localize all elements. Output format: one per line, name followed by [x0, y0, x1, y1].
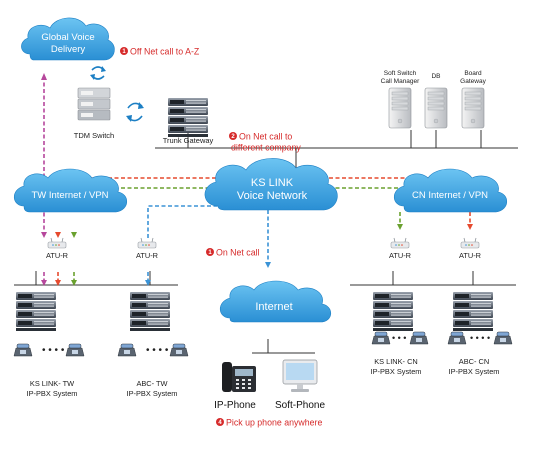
atu-r-tw-ks [47, 237, 67, 249]
system-ks-tw-line1: KS LINK- TW [30, 379, 74, 388]
ellipsis-icon: • • • • [146, 345, 169, 356]
soft-switch-server [388, 87, 412, 129]
atu-r-cn-ks [390, 237, 410, 249]
ip-phone-icon [222, 362, 256, 392]
pbx-rack-ks-tw [16, 292, 56, 331]
cloud-internet: Internet [219, 280, 332, 323]
cloud-cn-vpn: CN Internet / VPN [393, 168, 508, 213]
board-gateway-label-1: Board [464, 70, 482, 77]
annotation-off-net-number: 1 [122, 49, 126, 55]
phones-ks-tw: • • • • [13, 343, 85, 357]
annotation-on-net-different-number: 2 [231, 134, 235, 140]
board-gateway-server [461, 87, 485, 129]
system-abc-cn-line2: IP-PBX System [449, 367, 500, 376]
annotation-on-net-number: 1 [208, 250, 212, 256]
tdm-switch [77, 87, 111, 121]
phones-abc-tw: • • • • [117, 343, 189, 357]
pbx-rack-abc-tw [130, 292, 170, 331]
system-ks-tw-line2: IP-PBX System [27, 389, 78, 398]
pbx-rack-abc-cn [453, 292, 493, 331]
cloud-global-voice: Global Voice Delivery [21, 17, 115, 61]
annotation-on-net-different-line1: On Net call to [239, 132, 292, 142]
trunk-link-arrows-icon [126, 102, 144, 122]
cloud-ks-link-line1: KS LINK [251, 177, 294, 189]
backbone-lines [14, 130, 518, 354]
cloud-global-voice-line2: Delivery [51, 44, 86, 55]
trunk-gateway [168, 98, 208, 137]
cloud-ks-link: KS LINK Voice Network [204, 158, 338, 211]
db-label: DB [431, 73, 440, 80]
desk-phone-icon [493, 331, 513, 345]
system-abc-tw-line1: ABC- TW [136, 379, 167, 388]
cloud-tw-vpn: TW Internet / VPN [13, 168, 128, 213]
flow-arrowheads [41, 73, 473, 286]
annotation-on-net-different-line2: different company [231, 143, 301, 153]
atu-r-tw-abc-label: ATU-R [136, 251, 158, 260]
annotation-pick-up-text: Pick up phone anywhere [226, 418, 322, 428]
db-server [424, 87, 448, 129]
annotation-pick-up: 4 Pick up phone anywhere [216, 418, 322, 428]
system-abc-tw-line2: IP-PBX System [127, 389, 178, 398]
desk-phone-icon [371, 331, 391, 345]
system-ks-cn-line1: KS LINK- CN [374, 357, 418, 366]
phones-abc-cn: • • • • [447, 331, 513, 345]
atu-r-tw-ks-label: ATU-R [46, 251, 68, 260]
desk-phone-icon [169, 343, 189, 357]
system-ks-cn-line2: IP-PBX System [371, 367, 422, 376]
annotation-on-net-text: On Net call [216, 248, 260, 258]
annotation-off-net-text: Off Net call to A-Z [130, 47, 200, 57]
soft-phone-label: Soft-Phone [275, 400, 325, 411]
annotation-on-net-different: 2 On Net call to different company [229, 132, 301, 153]
cloud-global-voice-line1: Global Voice [41, 32, 94, 43]
trunk-gateway-label: Trunk Gateway [163, 136, 214, 145]
ellipsis-icon: • • • • [42, 345, 65, 356]
desk-phone-icon [409, 331, 429, 345]
soft-switch-label-2: Call Manager [381, 78, 420, 85]
phones-ks-cn: • • • [371, 331, 429, 345]
desk-phone-icon [65, 343, 85, 357]
sync-arrows-icon [90, 66, 106, 80]
cloud-cn-vpn-label: CN Internet / VPN [412, 190, 488, 201]
cloud-tw-vpn-label: TW Internet / VPN [31, 190, 108, 201]
pbx-rack-ks-cn [373, 292, 413, 331]
soft-switch-label-1: Soft Switch [384, 70, 417, 77]
atu-r-tw-abc [137, 237, 157, 249]
desk-phone-icon [117, 343, 137, 357]
ellipsis-icon: • • • [392, 333, 406, 343]
atu-r-cn-ks-label: ATU-R [389, 251, 411, 260]
atu-r-cn-abc [460, 237, 480, 249]
flow-blue [147, 205, 269, 282]
annotation-off-net: 1 Off Net call to A-Z [120, 47, 200, 57]
board-gateway-label-2: Gateway [460, 78, 486, 85]
cloud-internet-label: Internet [255, 301, 292, 313]
desk-phone-icon [447, 331, 467, 345]
atu-r-cn-abc-label: ATU-R [459, 251, 481, 260]
cloud-ks-link-line2: Voice Network [237, 190, 308, 202]
annotation-on-net: 1 On Net call [206, 248, 260, 258]
soft-phone-monitor-icon [282, 359, 318, 392]
desk-phone-icon [13, 343, 33, 357]
system-abc-cn-line1: ABC- CN [459, 357, 489, 366]
annotation-pick-up-number: 4 [218, 420, 222, 426]
ellipsis-icon: • • • • [470, 333, 490, 343]
tdm-switch-label: TDM Switch [74, 131, 114, 140]
ip-phone-label: IP-Phone [214, 400, 256, 411]
